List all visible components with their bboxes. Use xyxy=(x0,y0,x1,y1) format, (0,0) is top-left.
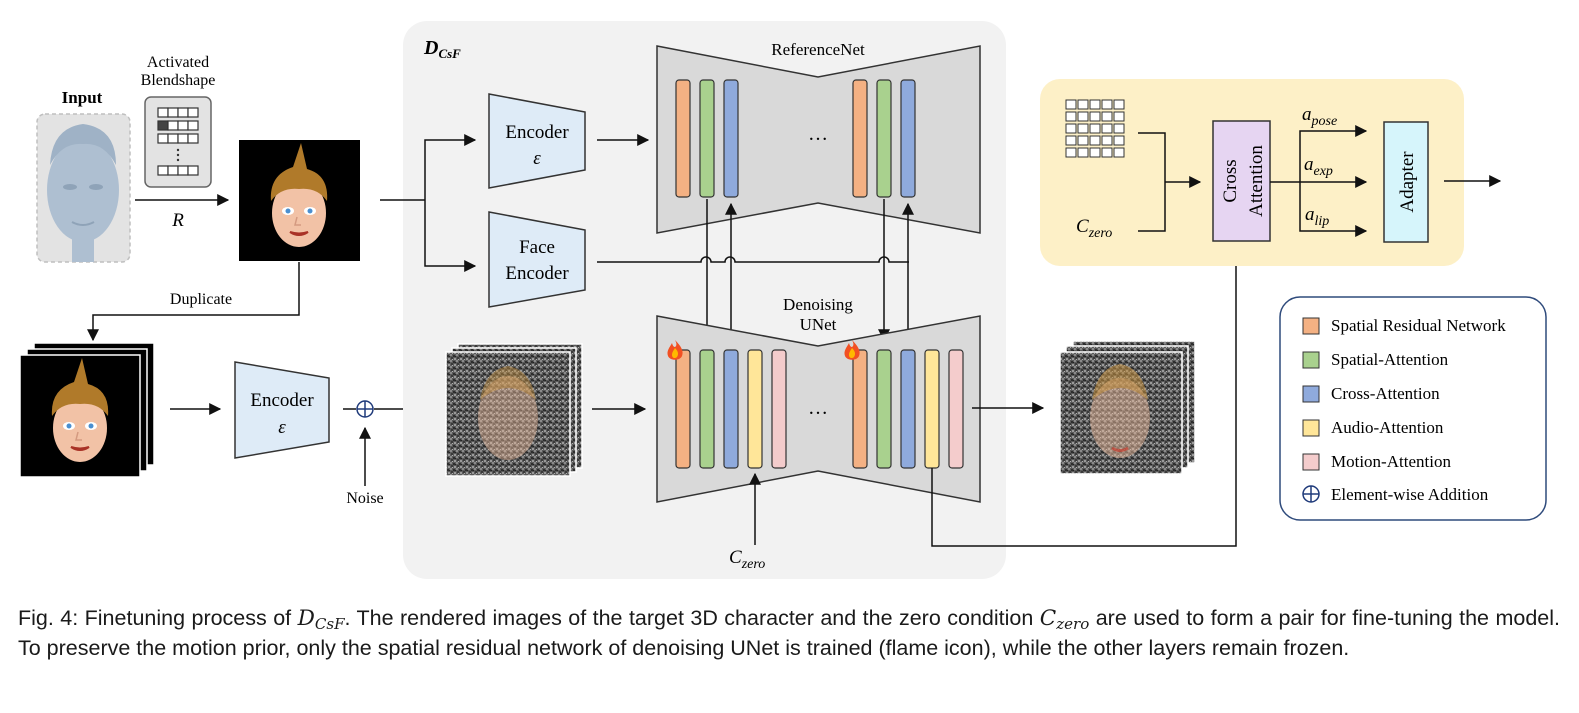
ref-layer-spatial-residual-2 xyxy=(852,79,868,198)
unet-layer-spatial-attention-1 xyxy=(699,349,715,469)
adapter-label: Adapter xyxy=(1397,151,1418,213)
face-encoder-block: Face Encoder xyxy=(488,211,586,308)
upper-encoder-symbol: ε xyxy=(533,148,541,169)
unet-layer-audio-attention-1 xyxy=(747,349,763,469)
figure: Input Activated Blendshape R Duplicate xyxy=(19,21,1547,579)
arrow-duplicate xyxy=(87,262,300,342)
duplicated-frames-image xyxy=(19,342,155,478)
element-wise-add-symbol xyxy=(356,400,374,418)
ref-layer-spatial-attention-2 xyxy=(876,79,892,198)
referencenet-ellipsis: … xyxy=(808,123,828,145)
noise-label: Noise xyxy=(346,490,383,507)
adapter-czero-label: Czero xyxy=(1076,216,1112,241)
denoising-label-line2: UNet xyxy=(800,315,837,334)
input-label: Input xyxy=(62,88,103,107)
unet-layer-motion-attention-2 xyxy=(948,349,964,469)
a-pose-label: apose xyxy=(1302,104,1337,129)
face-encoder-label-line1: Face xyxy=(519,237,555,258)
caption-prefix: Fig. 4: Finetuning process of xyxy=(18,606,298,630)
arrow-to-face-encoder xyxy=(424,200,477,272)
cross-attention-label-line1: Cross xyxy=(1220,159,1241,202)
unet-layer-spatial-residual-1 xyxy=(675,349,691,469)
r-label: R xyxy=(171,210,184,231)
legend-label: Spatial Residual Network xyxy=(1331,316,1506,335)
unet-layer-spatial-residual-2 xyxy=(852,349,868,469)
legend-item-spatial-attention: Spatial-Attention xyxy=(1302,350,1449,369)
referencenet-label: ReferenceNet xyxy=(771,40,865,59)
blendshape-label-line2: Blendshape xyxy=(141,72,216,89)
denoising-unet-block: Denoising UNet … xyxy=(656,295,981,503)
lower-encoder-symbol: ε xyxy=(278,417,286,438)
unet-czero-label: Czero xyxy=(729,547,765,572)
unet-layer-cross-attention-2 xyxy=(900,349,916,469)
dcsf-title: DCsF xyxy=(423,37,461,61)
unet-layer-spatial-attention-2 xyxy=(876,349,892,469)
legend-item-cross-attention: Cross-Attention xyxy=(1302,384,1440,403)
legend-label: Cross-Attention xyxy=(1331,384,1440,403)
cross-attention-block: Cross Attention xyxy=(1212,120,1271,242)
lower-encoder-label: Encoder xyxy=(250,390,314,411)
architecture-diagram: Input Activated Blendshape R Duplicate xyxy=(19,21,1547,579)
ref-layer-cross-attention-2 xyxy=(900,79,916,198)
unet-layer-motion-attention-1 xyxy=(771,349,787,469)
legend-item-spatial-residual: Spatial Residual Network xyxy=(1302,316,1506,335)
unet-layer-cross-attention-1 xyxy=(723,349,739,469)
line-adapter-to-unet xyxy=(931,266,1237,547)
legend-label: Motion-Attention xyxy=(1331,452,1451,471)
upper-encoder-block: Encoder ε xyxy=(488,93,586,189)
figure-caption: Fig. 4: Finetuning process of DCsF. The … xyxy=(18,604,1560,662)
unet-ellipsis: … xyxy=(808,397,828,419)
ref-layer-cross-attention-1 xyxy=(723,79,739,198)
arrow-a-lip xyxy=(1299,182,1368,237)
caption-d-csf: DCsF xyxy=(297,606,345,633)
duplicate-label: Duplicate xyxy=(170,291,232,308)
arrow-a-pose xyxy=(1299,125,1368,182)
legend-label: Element-wise Addition xyxy=(1331,485,1489,504)
blendshape-label-line1: Activated xyxy=(147,54,209,71)
ref-layer-spatial-residual-1 xyxy=(675,79,691,198)
adapter-block: Adapter xyxy=(1383,121,1429,243)
a-lip-label: alip xyxy=(1305,204,1329,229)
blendshape-grid-icon xyxy=(144,96,212,188)
audio-feature-grid-icon xyxy=(1065,99,1125,158)
noisy-latent-image xyxy=(445,343,583,477)
arrow-to-encoder xyxy=(424,134,477,200)
caption-part2: . The rendered images of the target 3D c… xyxy=(344,606,1040,630)
caption-part3: are used to form a pair for fine-tuning … xyxy=(18,606,1560,660)
upper-encoder-label: Encoder xyxy=(505,122,569,143)
ref-layer-spatial-attention-1 xyxy=(699,79,715,198)
legend-label: Audio-Attention xyxy=(1331,418,1444,437)
rendered-character-image xyxy=(239,140,360,261)
lower-encoder-block: Encoder ε xyxy=(234,361,330,459)
denoising-label-line1: Denoising xyxy=(783,295,853,314)
a-exp-label: aexp xyxy=(1304,154,1333,179)
referencenet-block: ReferenceNet … xyxy=(656,40,981,234)
legend-item-motion-attention: Motion-Attention xyxy=(1302,452,1451,471)
input-head-image xyxy=(36,113,131,263)
caption-c-zero: Czero xyxy=(1039,606,1090,633)
cross-attention-label-line2: Attention xyxy=(1246,145,1267,217)
legend-item-element-wise-addition: Element-wise Addition xyxy=(1302,485,1489,504)
face-encoder-label-line2: Encoder xyxy=(505,263,569,284)
legend: Spatial Residual Network Spatial-Attenti… xyxy=(1279,296,1547,521)
legend-item-audio-attention: Audio-Attention xyxy=(1302,418,1444,437)
output-latent-image xyxy=(1059,340,1196,475)
unet-layer-audio-attention-2 xyxy=(924,349,940,469)
legend-label: Spatial-Attention xyxy=(1331,350,1449,369)
